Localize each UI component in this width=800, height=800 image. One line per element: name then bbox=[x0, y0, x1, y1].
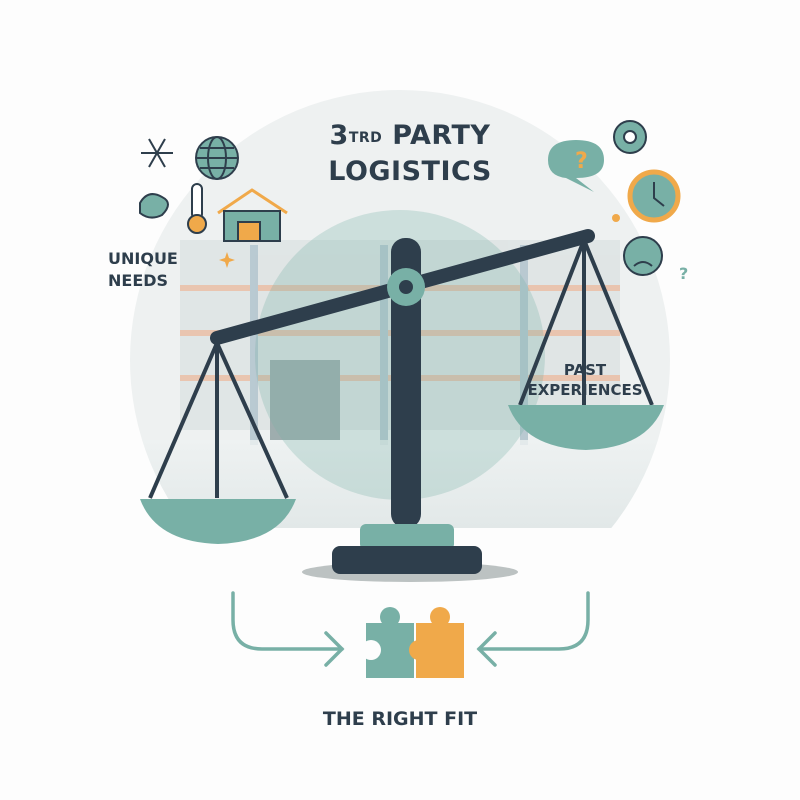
left-label-line2: NEEDS bbox=[108, 271, 169, 290]
svg-text:?: ? bbox=[575, 149, 588, 174]
unique-needs-label: UNIQUE NEEDS bbox=[108, 248, 178, 292]
title-superscript: TRD bbox=[348, 130, 383, 146]
svg-text:?: ? bbox=[679, 264, 688, 283]
page-title: 3TRD PARTY LOGISTICS bbox=[300, 118, 520, 190]
past-experiences-label: PAST EXPERIENCES bbox=[510, 360, 660, 400]
right-label-line1: PAST bbox=[563, 361, 607, 379]
title-prefix: 3 bbox=[329, 120, 349, 151]
right-label-line2: EXPERIENCES bbox=[527, 381, 643, 399]
left-label-line1: UNIQUE bbox=[108, 249, 178, 268]
puzzle-icon bbox=[361, 607, 464, 678]
title-line1: PARTY bbox=[382, 120, 491, 151]
title-line2: LOGISTICS bbox=[328, 156, 492, 187]
right-fit-label: THE RIGHT FIT bbox=[322, 708, 478, 730]
